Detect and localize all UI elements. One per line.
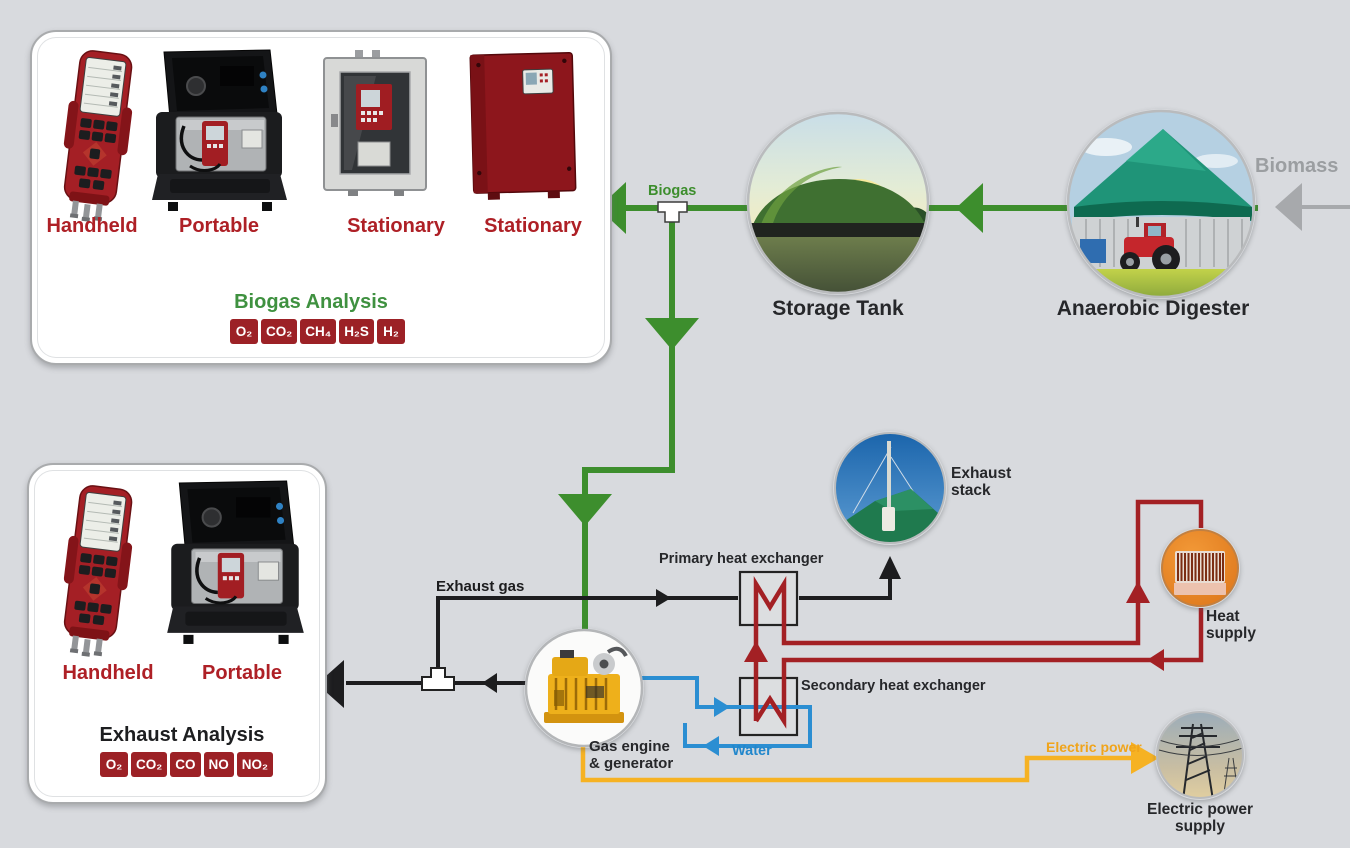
biogas-flow-label: Biogas — [648, 183, 697, 199]
primary-heat-exchanger-box — [738, 570, 799, 627]
secondary-heat-exchanger-label: Secondary heat exchanger — [801, 678, 986, 694]
device-label-handheld: Handheld — [46, 215, 138, 237]
water-flow-label: Water — [732, 743, 772, 759]
badge-o2: O₂ — [230, 319, 258, 344]
exhaust-gas-badges: O₂ CO₂ CO NO NO₂ — [100, 752, 273, 777]
device-label-portable: Portable — [178, 215, 260, 237]
portable-analyzer-image — [165, 479, 306, 646]
badge-co2: CO₂ — [131, 752, 168, 777]
electric-power-supply-photo — [1155, 710, 1245, 800]
device-label-stationary-2: Stationary — [484, 215, 582, 237]
handheld-analyzer-image — [54, 482, 140, 661]
exhaust-analysis-title: Exhaust Analysis — [99, 724, 265, 746]
device-label-portable: Portable — [201, 662, 283, 684]
stationary-analyzer-gray-image — [323, 50, 427, 196]
handheld-analyzer-image — [54, 47, 140, 226]
badge-ch4: CH₄ — [300, 319, 337, 344]
badge-h2s: H₂S — [339, 319, 374, 344]
biogas-analysis-panel: Handheld Portable Stationary Stationary … — [30, 30, 612, 365]
biogas-analysis-title: Biogas Analysis — [234, 291, 388, 313]
portable-analyzer-image — [150, 48, 289, 213]
heat-supply-label: Heat supply — [1206, 608, 1256, 642]
primary-heat-exchanger-label: Primary heat exchanger — [659, 551, 824, 567]
biogas-gas-badges: O₂ CO₂ CH₄ H₂S H₂ — [230, 319, 405, 344]
gas-engine-photo — [524, 628, 644, 748]
exhaust-gas-flow-label: Exhaust gas — [436, 578, 525, 595]
stationary-analyzer-red-image — [469, 51, 577, 200]
badge-co2: CO₂ — [261, 319, 298, 344]
device-label-stationary-1: Stationary — [347, 215, 445, 237]
anaerobic-digester-photo — [1066, 109, 1256, 299]
exhaust-tee-fitting — [421, 667, 455, 691]
biogas-tee-fitting — [657, 201, 688, 223]
gas-engine-label: Gas engine & generator — [589, 738, 674, 772]
exhaust-stack-label: Exhaust stack — [951, 465, 1012, 499]
badge-no: NO — [203, 752, 234, 777]
biomass-flow-label: Biomass — [1255, 155, 1339, 177]
electric-power-flow-label: Electric power — [1046, 739, 1142, 755]
badge-o2: O₂ — [100, 752, 128, 777]
badge-h2: H₂ — [376, 319, 405, 344]
anaerobic-digester-label: Anaerobic Digester — [1056, 297, 1250, 320]
storage-tank-label: Storage Tank — [772, 297, 904, 320]
device-label-handheld: Handheld — [62, 662, 154, 684]
heat-supply-photo — [1160, 528, 1240, 608]
badge-no2: NO₂ — [236, 752, 273, 777]
exhaust-stack-photo — [833, 431, 947, 545]
storage-tank-photo — [746, 111, 930, 295]
badge-co: CO — [170, 752, 201, 777]
exhaust-analysis-panel: Handheld Portable Exhaust Analysis O₂ CO… — [27, 463, 327, 804]
electric-power-supply-label: Electric power supply — [1147, 801, 1253, 835]
